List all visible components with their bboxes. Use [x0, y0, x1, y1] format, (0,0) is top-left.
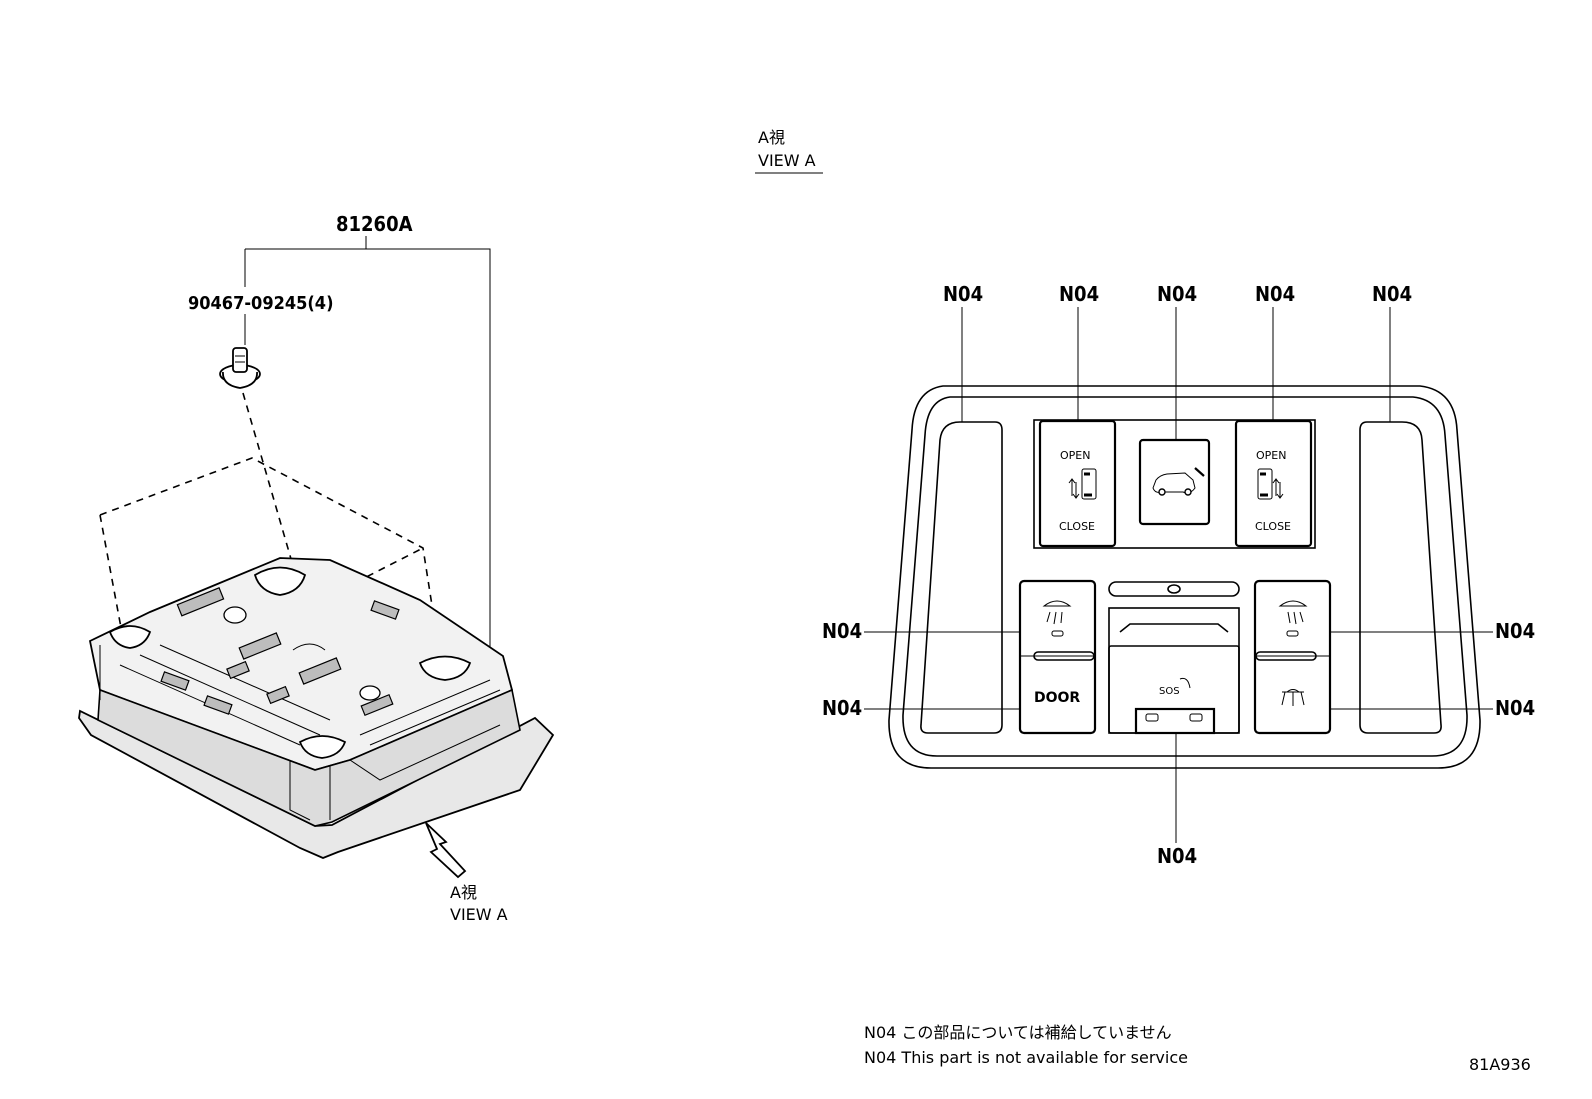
- callout-right-slide-switch[interactable]: N04: [1255, 282, 1295, 306]
- left-view-label-jp: A視: [450, 883, 477, 902]
- right-slide-door-icon: [1257, 468, 1284, 500]
- callout-left-slide-switch[interactable]: N04: [1059, 282, 1099, 306]
- callout-right-map-lamp[interactable]: N04: [1372, 282, 1412, 306]
- left-switch-close-label: CLOSE: [1059, 520, 1095, 533]
- sos-label: SOS: [1159, 686, 1180, 697]
- console-inner-bezel: [902, 396, 1468, 757]
- callout-back-door-switch[interactable]: N04: [1157, 282, 1197, 306]
- right-view-a: A視 VIEW A OPEN CLOSE OPEN CLOSE: [755, 128, 1535, 868]
- callout-leader-lines: [864, 307, 1493, 843]
- left-view-label-en: VIEW A: [450, 905, 508, 924]
- right-switch-open-label: OPEN: [1256, 449, 1286, 462]
- sos-phone-icon: [1179, 677, 1191, 689]
- door-lamp-switch[interactable]: DOOR: [1022, 662, 1093, 730]
- callout-left-map-lamp[interactable]: N04: [943, 282, 983, 306]
- left-switch-divider: [1033, 651, 1095, 661]
- fastener-dashed-path: [242, 392, 301, 591]
- right-switch-close-label: CLOSE: [1255, 520, 1291, 533]
- microphone-icon: [1167, 584, 1181, 594]
- left-lamp-switch-group: [1018, 579, 1097, 735]
- right-switch-divider: [1255, 651, 1317, 661]
- note-english: N04 This part is not available for servi…: [864, 1048, 1188, 1067]
- callout-left-reading-switch[interactable]: N04: [822, 619, 862, 643]
- view-a-title-jp: A視: [758, 128, 785, 147]
- door-switch-label: DOOR: [1034, 690, 1080, 706]
- right-lamp-switch-group: [1253, 579, 1332, 735]
- assembly-bracket-line: [245, 236, 491, 660]
- microphone-slot: [1108, 581, 1240, 597]
- overhead-console-body: [78, 557, 555, 859]
- view-a-arrow-icon: [425, 822, 467, 879]
- view-a-title-en: VIEW A: [758, 151, 816, 170]
- room-lamp-switch[interactable]: [1257, 662, 1328, 730]
- back-door-vehicle-icon: [1152, 467, 1205, 496]
- callout-right-reading-switch[interactable]: N04: [1495, 619, 1535, 643]
- console-outer-bezel: [888, 385, 1481, 769]
- left-reading-lamp-icon: [1042, 600, 1072, 607]
- exploded-outline: [99, 457, 442, 664]
- sos-button[interactable]: [1134, 707, 1216, 735]
- left-switch-open-label: OPEN: [1060, 449, 1090, 462]
- back-door-switch[interactable]: [1138, 438, 1211, 526]
- fastener-part-number[interactable]: 90467-09245(4): [188, 293, 333, 314]
- callout-room-lamp-switch[interactable]: N04: [1495, 696, 1535, 720]
- right-reading-lamp-icon: [1278, 600, 1308, 607]
- right-map-lamp-switch[interactable]: [1257, 583, 1328, 653]
- callout-sos-switch[interactable]: N04: [1157, 844, 1197, 868]
- sos-cover-top: [1119, 623, 1229, 633]
- left-map-lamp-switch[interactable]: [1022, 583, 1093, 653]
- left-map-lamp-lens: [920, 421, 1003, 734]
- callout-door-switch[interactable]: N04: [822, 696, 862, 720]
- right-map-lamp-lens: [1359, 421, 1442, 734]
- illustration-number: 81A936: [1469, 1055, 1531, 1074]
- note-japanese: N04 この部品については補給していません: [864, 1023, 1172, 1042]
- assembly-part-number[interactable]: 81260A: [336, 212, 413, 236]
- left-assembly-view: 81260A 90467-09245(4): [78, 212, 555, 924]
- left-slide-door-icon: [1068, 468, 1097, 500]
- room-lamp-icon: [1281, 689, 1305, 706]
- clip-fastener-icon: [219, 347, 261, 389]
- sos-panel: [1108, 607, 1240, 734]
- top-switch-panel: [1033, 419, 1316, 549]
